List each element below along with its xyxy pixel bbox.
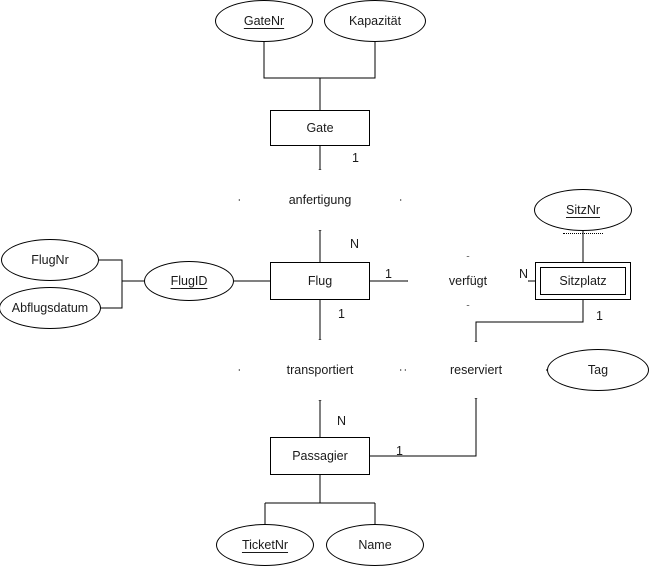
entity-flug-label: Flug xyxy=(307,273,333,288)
cardinality-gate-anfertigung: 1 xyxy=(352,151,359,165)
attribute-ticketnr-label: TicketNr xyxy=(241,537,289,552)
cardinality-transportiert-passagier: N xyxy=(337,414,347,428)
cardinality-verfuegt-sitzplatz: N xyxy=(519,267,529,281)
entity-flug[interactable]: Flug xyxy=(270,262,370,300)
relationship-shape-anfertigung xyxy=(238,169,402,231)
attribute-gatenr[interactable]: GateNr xyxy=(215,0,313,42)
cardinality-passagier-reserviert: 1 xyxy=(396,444,403,458)
entity-sitzplatz[interactable]: Sitzplatz xyxy=(535,262,631,300)
cardinality-sitzplatz-reserviert: 1 xyxy=(596,309,603,323)
attribute-name-label: Name xyxy=(358,537,392,552)
entity-passagier-label: Passagier xyxy=(292,448,348,463)
attribute-flugid-label: FlugID xyxy=(170,273,208,288)
entity-sitzplatz-label: Sitzplatz xyxy=(559,273,607,288)
attribute-flugnr-label: FlugNr xyxy=(31,252,69,267)
attribute-kapazitaet-label: Kapazität xyxy=(348,13,402,28)
entity-sitzplatz-inner-border: Sitzplatz xyxy=(540,267,626,295)
attribute-gatenr-label: GateNr xyxy=(243,13,285,28)
cardinality-anfertigung-flug: N xyxy=(350,237,360,251)
attribute-flugid[interactable]: FlugID xyxy=(144,261,234,301)
entity-passagier[interactable]: Passagier xyxy=(270,437,370,475)
entity-gate[interactable]: Gate xyxy=(270,110,370,146)
attribute-sitznr-label: SitzNr xyxy=(565,202,601,217)
attribute-name[interactable]: Name xyxy=(326,524,424,566)
attribute-abflugsdatum-label: Abflugsdatum xyxy=(11,300,89,315)
attribute-ticketnr[interactable]: TicketNr xyxy=(216,524,314,566)
relationship-shape-transportiert xyxy=(238,339,402,401)
relationship-shape-verfuegt-outer xyxy=(406,256,530,306)
relationship-shape-reserviert xyxy=(404,341,548,399)
attribute-abflugsdatum[interactable]: Abflugsdatum xyxy=(0,287,101,329)
entity-gate-label: Gate xyxy=(306,120,334,135)
attribute-tag[interactable]: Tag xyxy=(547,349,649,391)
cardinality-flug-verfuegt: 1 xyxy=(385,267,392,281)
attribute-kapazitaet[interactable]: Kapazität xyxy=(324,0,426,42)
attribute-tag-label: Tag xyxy=(587,362,609,377)
attribute-sitznr[interactable]: SitzNr xyxy=(534,189,632,231)
attribute-flugnr[interactable]: FlugNr xyxy=(1,239,99,281)
cardinality-flug-transportiert: 1 xyxy=(338,307,345,321)
